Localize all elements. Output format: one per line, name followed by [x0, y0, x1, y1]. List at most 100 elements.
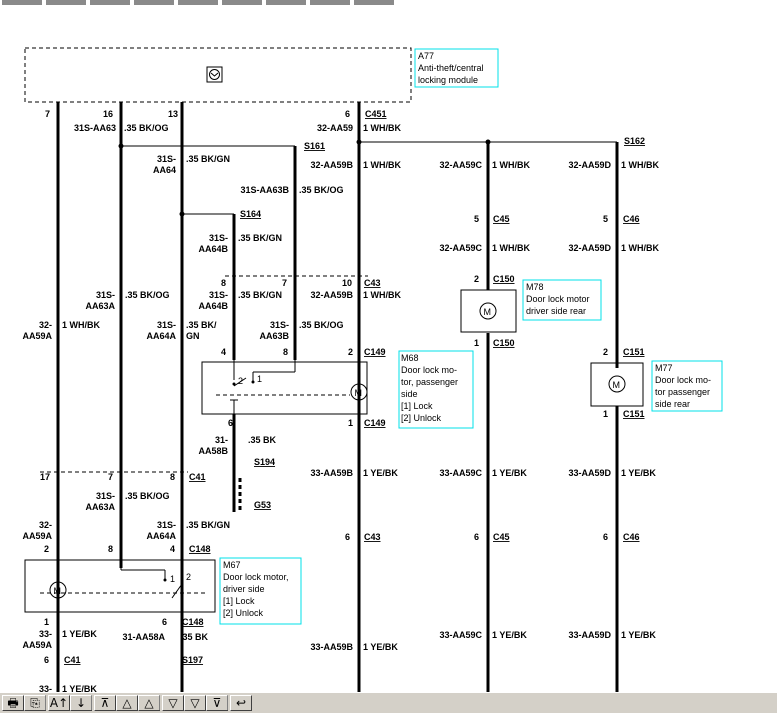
wire-label: AA64: [153, 165, 176, 175]
connector-label-s161[interactable]: S161: [304, 141, 325, 151]
svg-text:tor, passenger: tor, passenger: [401, 377, 458, 387]
wiring-diagram: A77 Anti-theft/central locking module 2 …: [22, 47, 723, 694]
wire-label: AA58B: [198, 446, 228, 456]
motor-m68-box[interactable]: [201, 361, 368, 415]
top-tab[interactable]: [266, 0, 308, 5]
wire-label: .35 BK/OG: [124, 123, 169, 133]
wire-label: 1 YE/BK: [492, 630, 527, 640]
wire-label: 1 YE/BK: [621, 630, 656, 640]
copy-icon[interactable]: ⎘: [24, 695, 46, 711]
wire-label: 1 YE/BK: [363, 468, 398, 478]
connector-label-c148[interactable]: C148: [189, 544, 211, 554]
wire-label: 1 WH/BK: [492, 243, 531, 253]
m78-callout: [522, 279, 602, 321]
connector-label-c149[interactable]: C149: [364, 347, 386, 357]
pin-number: 6: [603, 532, 608, 542]
connector-label-c151[interactable]: C151: [623, 347, 645, 357]
m67-switch: [171, 583, 183, 599]
wire-label: .35 BK: [180, 632, 209, 642]
connector-label-s194[interactable]: S194: [254, 457, 275, 467]
connector-label-c43[interactable]: C43: [364, 532, 381, 542]
top-tab[interactable]: [310, 0, 352, 5]
top-tab[interactable]: [222, 0, 264, 5]
wire-label: .35 BK/OG: [299, 185, 344, 195]
connector-label-g53[interactable]: G53: [254, 500, 271, 510]
connector-label-c151[interactable]: C151: [623, 409, 645, 419]
wire-label: GN: [186, 331, 200, 341]
pin-number: 6: [345, 109, 350, 119]
connector-label-c150[interactable]: C150: [493, 338, 515, 348]
wire-label: .35 BK/: [186, 320, 217, 330]
wire-label: 31S-: [96, 290, 115, 300]
connector-label-c46[interactable]: C46: [623, 214, 640, 224]
connector-label-c45[interactable]: C45: [493, 532, 510, 542]
top-tab[interactable]: [134, 0, 176, 5]
a77-callout: [414, 48, 499, 88]
connector-label-c150[interactable]: C150: [493, 274, 515, 284]
svg-text:driver side: driver side: [223, 584, 265, 594]
wire-label: 32-AA59B: [310, 160, 353, 170]
pin-number: 17: [40, 472, 50, 482]
wire-label: 1 WH/BK: [363, 290, 402, 300]
svg-text:M78: M78: [526, 282, 544, 292]
wire-label: 31S-: [157, 520, 176, 530]
connector-label-c451[interactable]: C451: [365, 109, 387, 119]
top-tab[interactable]: [90, 0, 132, 5]
sort-down-icon[interactable]: ↓: [70, 695, 92, 711]
m68-motor-symbol: [350, 383, 368, 401]
connector-label-s197[interactable]: S197: [182, 655, 203, 665]
pin-number: 8: [108, 544, 113, 554]
motor-m77-box[interactable]: [590, 362, 644, 407]
m67-switch-pin-2: 2: [186, 572, 191, 582]
top-tab[interactable]: [178, 0, 220, 5]
pin-number: 16: [103, 109, 113, 119]
print-icon[interactable]: 🖶: [2, 695, 24, 711]
last-page-icon[interactable]: ⊽: [206, 695, 228, 711]
pin-number: 8: [221, 278, 226, 288]
page-up-icon[interactable]: △: [116, 695, 138, 711]
connector-label-c148[interactable]: C148: [182, 617, 204, 627]
svg-text:[1] Lock: [1] Lock: [223, 596, 255, 606]
pin-number: 2: [474, 274, 479, 284]
m67-motor-symbol: [49, 581, 67, 599]
wire-label: 31S-: [157, 154, 176, 164]
connector-label-s164[interactable]: S164: [240, 209, 261, 219]
wire-label: AA63B: [259, 331, 289, 341]
connector-label-s162[interactable]: S162: [624, 136, 645, 146]
svg-text:Door lock mo-: Door lock mo-: [401, 365, 457, 375]
connector-label-c41[interactable]: C41: [189, 472, 206, 482]
svg-text:M: M: [54, 586, 62, 596]
connector-label-c41[interactable]: C41: [64, 655, 81, 665]
first-page-icon[interactable]: ⊼: [94, 695, 116, 711]
top-tab-strip: [0, 0, 777, 8]
wire-label: 1 WH/BK: [621, 243, 660, 253]
motor-m67-box[interactable]: [24, 559, 216, 613]
svg-text:side: side: [401, 389, 418, 399]
wire-label: AA64B: [198, 244, 228, 254]
top-tab[interactable]: [46, 0, 88, 5]
top-tab[interactable]: [2, 0, 44, 5]
wire-label: .35 BK/OG: [125, 290, 170, 300]
wire-label: 33-AA59C: [439, 630, 482, 640]
back-icon[interactable]: ↩: [230, 695, 252, 711]
up-icon[interactable]: △: [138, 695, 160, 711]
wire-label: 31S-: [270, 320, 289, 330]
connector-label-c45[interactable]: C45: [493, 214, 510, 224]
m67-callout: [219, 557, 302, 625]
down-icon[interactable]: ▽: [162, 695, 184, 711]
page-down-icon[interactable]: ▽: [184, 695, 206, 711]
connector-label-c43[interactable]: C43: [364, 278, 381, 288]
top-tab[interactable]: [354, 0, 396, 5]
wire-label: AA64A: [146, 531, 176, 541]
wire-label: 31S-: [209, 290, 228, 300]
module-a77-box[interactable]: [24, 47, 412, 103]
motor-m78-box[interactable]: [460, 289, 517, 333]
connector-label-c46[interactable]: C46: [623, 532, 640, 542]
pin-number: 6: [345, 532, 350, 542]
svg-text:M77: M77: [655, 363, 673, 373]
wire-label: 33-: [39, 684, 52, 692]
wire-label: 1 YE/BK: [621, 468, 656, 478]
sort-up-icon[interactable]: A↑: [48, 695, 70, 711]
pin-number: 13: [168, 109, 178, 119]
connector-label-c149[interactable]: C149: [364, 418, 386, 428]
